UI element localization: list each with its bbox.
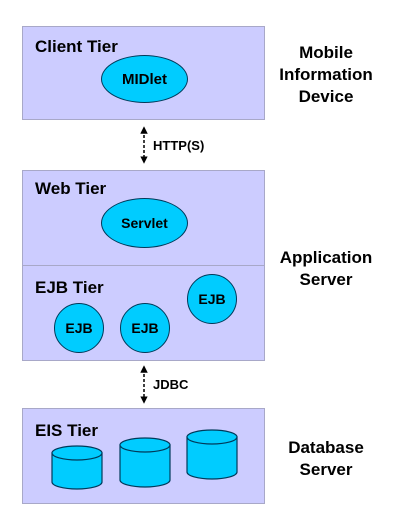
ejb-component-1: EJB bbox=[187, 274, 237, 324]
mobile-device-label: Mobile Information Device bbox=[279, 43, 373, 106]
database-server-label: Database Server bbox=[288, 438, 364, 479]
jdbc-connector-label: JDBC bbox=[153, 377, 189, 392]
http-connector-label: HTTP(S) bbox=[153, 138, 205, 153]
servlet-component: Servlet bbox=[101, 198, 188, 248]
application-server-label: Application Server bbox=[279, 248, 373, 289]
ejb-component-2: EJB bbox=[54, 303, 104, 353]
web-tier-label: Web Tier bbox=[35, 179, 107, 198]
client-tier-label: Client Tier bbox=[35, 37, 118, 56]
eis-tier-label: EIS Tier bbox=[35, 421, 98, 440]
ejb-component-3: EJB bbox=[120, 303, 170, 353]
ejb-tier-label: EJB Tier bbox=[35, 278, 104, 297]
midlet-component: MIDlet bbox=[101, 55, 188, 103]
